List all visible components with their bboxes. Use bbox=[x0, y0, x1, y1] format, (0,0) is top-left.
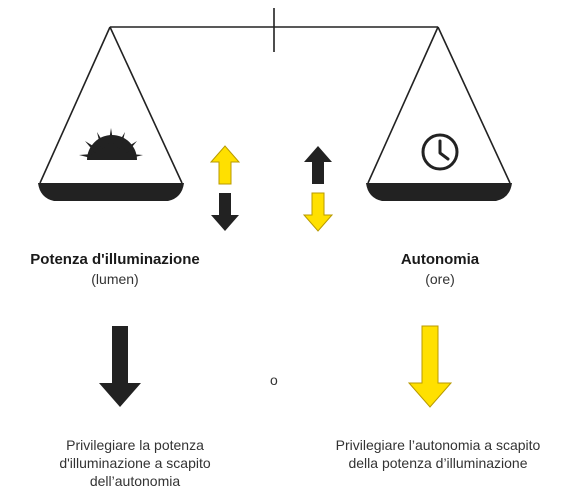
right-description: Privilegiare l’autonomia a scapito della… bbox=[298, 436, 578, 472]
left-description-line-1: Privilegiare la potenza bbox=[66, 437, 204, 453]
right-pan-string-left bbox=[367, 26, 439, 184]
right-pan bbox=[366, 183, 512, 201]
left-pan bbox=[38, 183, 184, 201]
large-dark-down-arrow bbox=[99, 326, 141, 407]
left-pan-string-left bbox=[39, 26, 111, 184]
yellow-up-arrow-left bbox=[209, 145, 241, 185]
right-pan-string-right bbox=[437, 26, 511, 184]
right-title: Autonomia bbox=[400, 251, 480, 268]
separator-text: o bbox=[270, 372, 278, 388]
arrow-group bbox=[99, 145, 453, 408]
sun-icon bbox=[79, 128, 143, 160]
right-description-line-2: della potenza d’illuminazione bbox=[348, 455, 528, 471]
dark-up-arrow-right bbox=[304, 146, 332, 184]
right-description-line-1: Privilegiare l’autonomia a scapito bbox=[335, 437, 541, 453]
right-unit: (ore) bbox=[425, 271, 455, 287]
clock-icon bbox=[421, 133, 459, 171]
large-yellow-down-arrow bbox=[407, 325, 453, 408]
left-description-line-2: d'illuminazione a scapito bbox=[59, 455, 211, 471]
left-pan-string-right bbox=[109, 26, 183, 184]
balance-scale bbox=[39, 8, 511, 184]
yellow-down-arrow-right bbox=[302, 192, 334, 232]
left-description: Privilegiare la potenza d'illuminazione … bbox=[35, 436, 235, 490]
left-title: Potenza d'illuminazione bbox=[30, 251, 200, 268]
left-unit: (lumen) bbox=[91, 271, 139, 287]
left-description-line-3: dell’autonomia bbox=[89, 473, 181, 489]
dark-down-arrow-left bbox=[211, 193, 239, 231]
